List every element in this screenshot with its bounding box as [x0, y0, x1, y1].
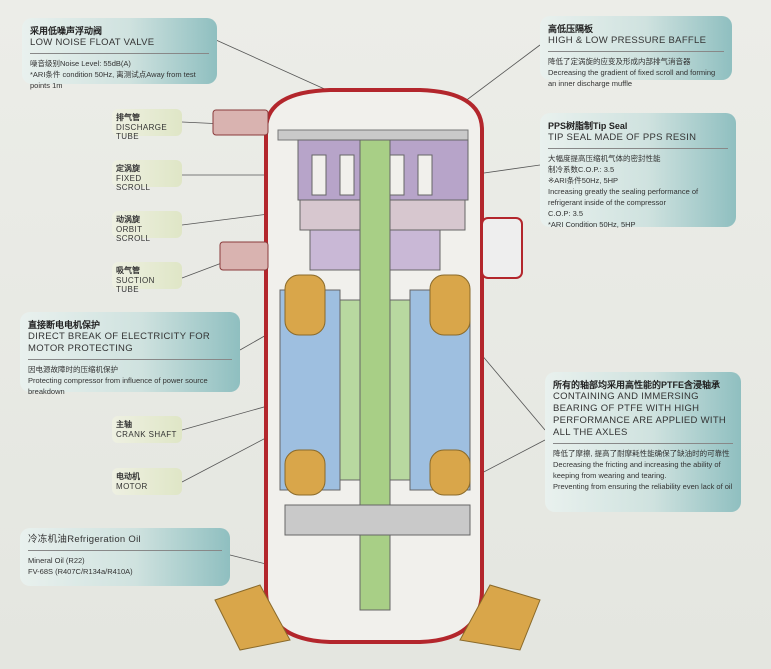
tag-en: FIXED SCROLL — [116, 174, 151, 192]
tag-en: DISCHARGE TUBE — [116, 123, 168, 141]
callout-line: Decreasing the gradient of fixed scroll … — [548, 68, 716, 88]
callout-line: 因电源故障时的压缩机保护 — [28, 365, 118, 374]
callout-line: FV-68S (R407C/R134a/R410A) — [28, 567, 133, 576]
callout-line: 制冷系数C.O.P.: 3.5 — [548, 165, 615, 174]
tag-zh: 定涡旋 — [116, 164, 140, 173]
callout-line: 噪音级别Noise Level: 55dB(A) — [30, 59, 131, 68]
tag-zh: 动涡旋 — [116, 215, 140, 224]
callout-line: Preventing from ensuring the reliability… — [553, 482, 733, 491]
callout-line: 大幅度提高压缩机气体的密封性能 — [548, 154, 661, 163]
callout-title: LOW NOISE FLOAT VALVE — [30, 37, 155, 48]
callout-zh: 采用低噪声浮动阀 — [30, 26, 103, 36]
lower-bearing-housing — [284, 504, 471, 536]
tag-suction-tube: 吸气管 SUCTION TUBE — [112, 262, 182, 294]
winding-top-left — [284, 274, 326, 336]
callout-title: HIGH & LOW PRESSURE BAFFLE — [548, 35, 707, 46]
tag-en: CRANK SHAFT — [116, 430, 177, 439]
suction-tube — [219, 241, 269, 271]
callout-title: TIP SEAL MADE OF PPS RESIN — [548, 132, 697, 143]
callout-line: 降低了定涡旋的应变及形成内部排气消音器 — [548, 57, 691, 66]
crank-shaft — [359, 139, 391, 611]
callout-zh: PPS树脂制Tip Seal — [548, 121, 628, 131]
tag-crank-shaft: 主轴 CRANK SHAFT — [112, 416, 182, 443]
callout-line: Protecting compressor from influence of … — [28, 376, 208, 396]
tag-zh: 主轴 — [116, 420, 132, 429]
oil-callout: 冷冻机油Refrigeration Oil Mineral Oil (R22) … — [20, 528, 230, 586]
feet — [214, 584, 541, 651]
tag-motor: 电动机 MOTOR — [112, 468, 182, 495]
float-valve-callout: 采用低噪声浮动阀 LOW NOISE FLOAT VALVE 噪音级别Noise… — [22, 18, 217, 90]
tag-en: MOTOR — [116, 482, 148, 491]
callout-zh: 直接断电电机保护 — [28, 320, 101, 330]
callout-title: DIRECT BREAK OF ELECTRICITY FOR MOTOR PR… — [28, 331, 211, 354]
callout-line: Mineral Oil (R22) — [28, 556, 85, 565]
tip-seal-callout: PPS树脂制Tip Seal TIP SEAL MADE OF PPS RESI… — [540, 113, 736, 229]
callout-line: *ARI条件 condition 50Hz, 离测试点Away from tes… — [30, 70, 196, 90]
winding-bottom-left — [284, 449, 326, 496]
discharge-tube — [212, 109, 269, 136]
callout-line: C.O.P: 3.5 — [548, 209, 584, 218]
terminal-box — [481, 217, 523, 279]
winding-top-right — [429, 274, 471, 336]
winding-bottom-right — [429, 449, 471, 496]
callout-zh: 所有的轴部均采用高性能的PTFE含浸轴承 — [553, 380, 721, 390]
bearing-callout: 所有的轴部均采用高性能的PTFE含浸轴承 CONTAINING AND IMME… — [545, 372, 741, 512]
tag-discharge-tube: 排气管 DISCHARGE TUBE — [112, 109, 182, 141]
tag-zh: 吸气管 — [116, 266, 140, 275]
callout-line: ※ARI条件50Hz, 5HP — [548, 176, 619, 185]
tag-zh: 电动机 — [116, 472, 140, 481]
tag-en: SUCTION TUBE — [116, 276, 155, 294]
tag-zh: 排气管 — [116, 113, 140, 122]
callout-line: Decreasing the fricting and increasing t… — [553, 460, 721, 480]
callout-line: 降低了摩擦, 提高了耐摩耗性能确保了缺油时的可靠性 — [553, 449, 730, 458]
motor-protect-callout: 直接断电电机保护 DIRECT BREAK OF ELECTRICITY FOR… — [20, 312, 240, 396]
baffle — [277, 129, 469, 141]
tag-orbit-scroll: 动涡旋 ORBIT SCROLL — [112, 211, 182, 243]
callout-title: 冷冻机油Refrigeration Oil — [28, 534, 141, 545]
callout-zh: 高低压隔板 — [548, 24, 594, 34]
baffle-callout: 高低压隔板 HIGH & LOW PRESSURE BAFFLE 降低了定涡旋的… — [540, 16, 732, 88]
callout-title: CONTAINING AND IMMERSING BEARING OF PTFE… — [553, 391, 727, 438]
tag-en: ORBIT SCROLL — [116, 225, 151, 243]
callout-line: Increasing greatly the sealing performan… — [548, 187, 699, 207]
tag-fixed-scroll: 定涡旋 FIXED SCROLL — [112, 160, 182, 192]
callout-line: *ARI Condition 50Hz, 5HP — [548, 220, 636, 229]
